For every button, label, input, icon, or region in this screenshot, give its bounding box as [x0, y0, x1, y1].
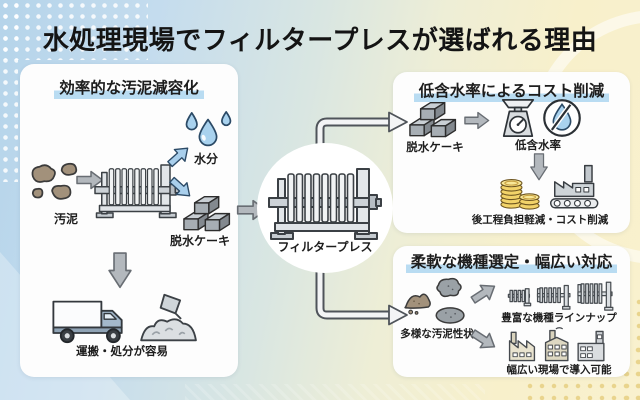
press-lineup-icon [507, 281, 614, 311]
benefit-label: 後工程負担軽減・コスト削減 [471, 214, 609, 226]
factories-icon [508, 327, 605, 362]
cake-label: 脱水ケーキ [406, 142, 464, 154]
moisture-label: 水分 [193, 152, 218, 166]
lineup-label: 豊富な機種ラインナップ [501, 312, 617, 324]
coins-icon [500, 179, 540, 210]
filter-press-small-icon [94, 164, 180, 219]
arrow-down-icon [108, 252, 132, 289]
low-moisture-label: 低含水率 [515, 140, 561, 152]
dot-pattern-left-strip [0, 0, 18, 182]
arrow-right-icon [76, 170, 104, 190]
elbow-arrow-bottom-icon [315, 258, 408, 326]
decor-stripes [185, 384, 485, 400]
panel-flexible: 柔軟な機種選定・幅広い対応 多様な汚泥性状 [393, 246, 630, 377]
arrow-up-right-blue-icon [167, 147, 189, 168]
dewatered-cake-icon [409, 101, 457, 138]
water-drops-icon [185, 111, 232, 147]
panel-cost: 低含水率によるコスト削減 脱水ケーキ [393, 72, 630, 233]
factory-conveyor-icon [549, 164, 599, 209]
disposal-pile-icon [140, 293, 197, 342]
sludge-label: 汚泥 [53, 212, 78, 226]
sludge-types-label: 多様な汚泥性状 [400, 328, 474, 340]
arrow-down-right-blue-icon [169, 176, 191, 197]
arrow-up-right-icon [470, 284, 496, 304]
sludge-variety-icon [404, 277, 465, 324]
sludge-icon [31, 162, 78, 200]
no-water-icon [543, 99, 581, 137]
filter-press-label: フィルタープレス [277, 240, 373, 254]
page-title: 水処理現場でフィルタープレスが選ばれる理由 [42, 25, 598, 55]
panel-efficiency: 効率的な汚泥減容化 汚泥 [20, 64, 238, 377]
dewatered-cake-icon [183, 195, 231, 232]
sites-label: 幅広い現場で導入可能 [506, 364, 612, 376]
dot-pattern-top-left [0, 0, 148, 60]
elbow-arrow-top-icon [315, 111, 408, 166]
filter-press-main-icon [268, 168, 382, 240]
cake-label: 脱水ケーキ [169, 234, 230, 248]
arrow-down-icon [530, 153, 548, 181]
truck-icon [52, 300, 123, 344]
panel-efficiency-header: 効率的な汚泥減容化 [20, 76, 238, 99]
panel-cost-header: 低含水率によるコスト削減 [393, 79, 630, 102]
panel-flexible-header: 柔軟な機種選定・幅広い対応 [393, 250, 630, 273]
arrow-down-right-icon [470, 329, 496, 349]
transport-label: 運搬・処分が容易 [76, 346, 168, 358]
arrow-right-icon [464, 111, 490, 130]
scale-icon [501, 99, 535, 137]
